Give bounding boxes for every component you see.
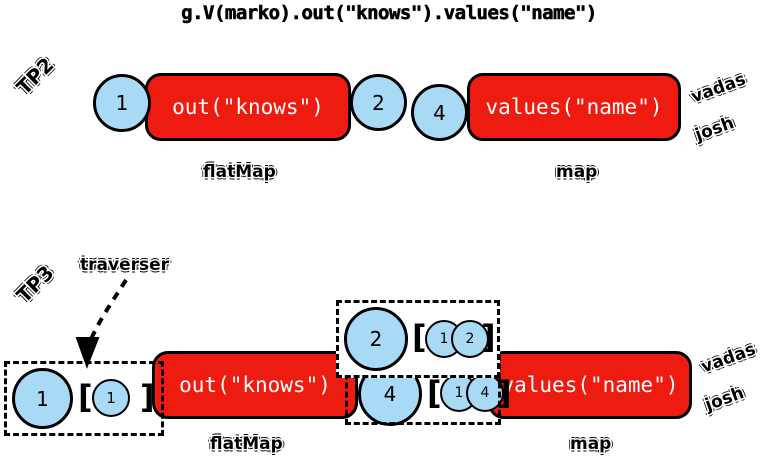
tp2-kind-flatmap: flatMap [203,162,276,182]
tp3-traverser-in-1-path-0-label: 1 [106,389,116,407]
tp2-mid-circle-4: 4 [411,84,468,141]
tp3-output-josh: josh [702,383,747,416]
tp3-traverser-mid-2-bracket-close: ] [481,318,496,356]
tp3-step-map-code: values("name") [501,373,679,397]
tp2-kind-map: map [556,162,598,182]
tp3-traverser-mid-4-path-0-label: 1 [454,385,464,401]
traverser-annotation-arrow [75,278,128,369]
tp3-step-flatmap-code: out("knows") [179,373,331,397]
tp2-input-circle: 1 [93,74,151,132]
tp3-step-map[interactable]: values("name") [488,351,692,419]
tp3-traverser-mid-2-path-1: 2 [451,320,489,358]
tp3-traverser-mid-4-path-1-label: 4 [480,385,490,401]
tp3-traverser-in-1-object: 1 [12,368,73,429]
row-label-tp3: TP3 [11,260,59,308]
tp3-traverser-mid-4-object-label: 4 [383,382,397,406]
tp2-step-flatmap[interactable]: out("knows") [145,73,351,141]
tp3-traverser-mid-4-bracket-open: [ [427,374,442,412]
tp2-input-circle-label: 1 [115,91,129,115]
tp3-traverser-mid-2-path-1-label: 2 [465,331,475,347]
tp2-mid-circle-4-label: 4 [433,100,446,125]
traverser-annotation-label: traverser [80,255,170,275]
tp2-step-flatmap-code: out("knows") [172,95,324,119]
tp2-mid-circle-2-label: 2 [372,90,385,115]
tp3-traverser-in-1-bracket-open: [ [78,378,93,416]
tp2-output-josh: josh [692,113,737,146]
tp3-traverser-in-1-object-label: 1 [36,386,49,411]
tp3-traverser-in-1-path-0: 1 [92,379,130,417]
tp2-step-map-code: values("name") [485,95,663,119]
tp3-step-flatmap[interactable]: out("knows") [152,351,358,419]
tp3-traverser-mid-2-path-0-label: 1 [439,331,449,347]
tp2-mid-circle-2: 2 [350,74,407,131]
tp2-output-vadas: vadas [688,69,749,108]
page-title: g.V(marko).out("knows").values("name") [181,2,598,25]
tp3-traverser-in-1-bracket-close: ] [140,378,155,416]
tp3-traverser-mid-2-object: 2 [344,307,408,371]
row-label-tp2: TP2 [11,52,59,100]
tp3-output-vadas: vadas [698,339,759,378]
tp2-step-map[interactable]: values("name") [467,73,681,141]
tp3-kind-map: map [570,434,612,454]
tp3-traverser-box-in-1 [4,361,164,436]
tp3-traverser-mid-2-object-label: 2 [369,327,383,351]
tp3-traverser-mid-2-bracket-open: [ [412,318,427,356]
tp3-kind-flatmap: flatMap [210,434,283,454]
tp3-traverser-mid-4-path-1: 4 [466,374,504,412]
